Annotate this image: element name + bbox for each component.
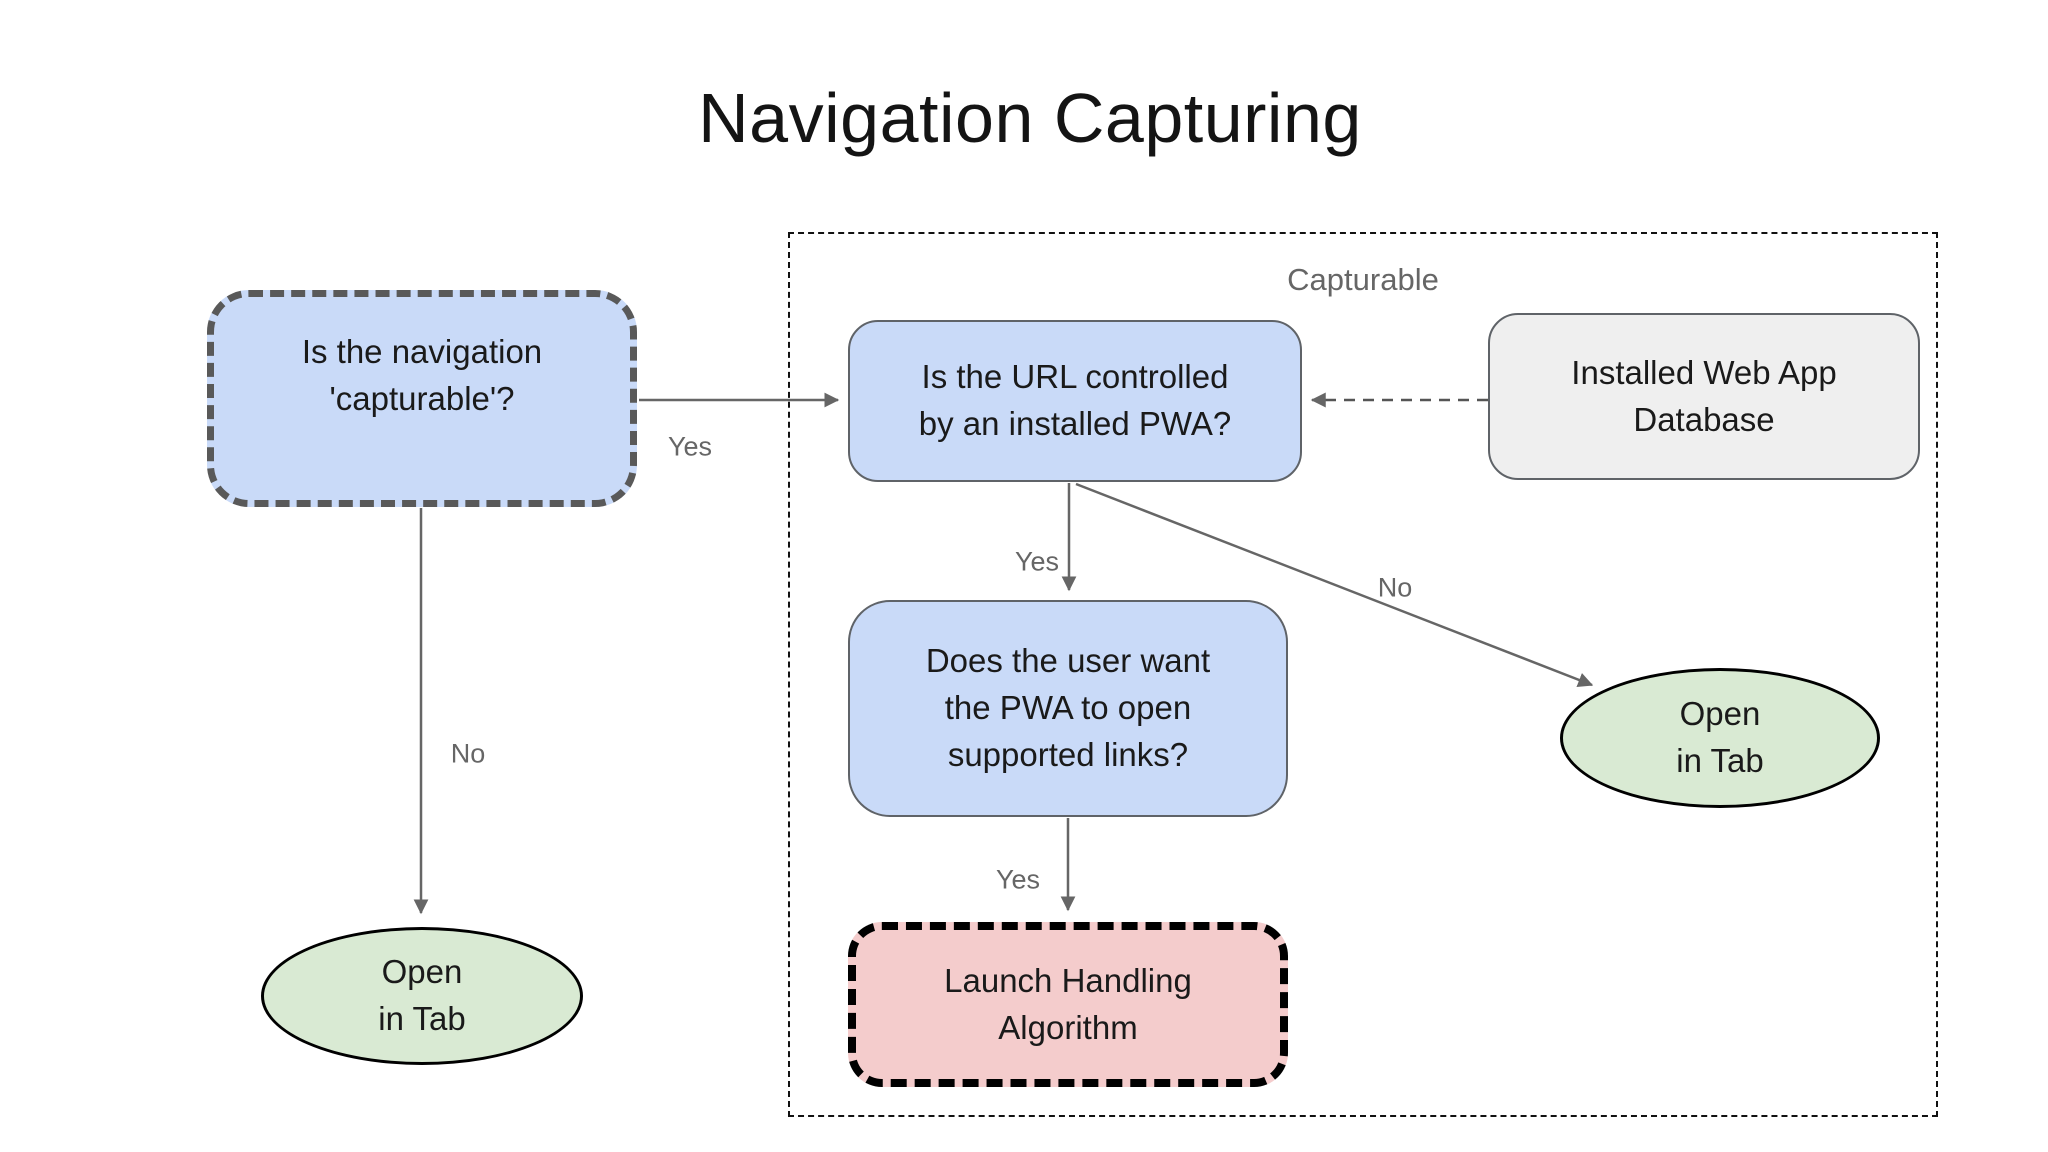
node-is-url-controlled-by-pwa: Is the URL controlled by an installed PW… (848, 320, 1302, 482)
node-is-navigation-capturable: Is the navigation 'capturable'? (207, 290, 637, 507)
edge-label-navigation-no: No (450, 738, 486, 769)
edge-label-url-no: No (1377, 572, 1413, 603)
node-installed-web-app-database: Installed Web App Database (1488, 313, 1920, 480)
edge-label-links-yes: Yes (995, 864, 1041, 895)
diagram-title: Navigation Capturing (698, 79, 1362, 157)
node-launch-handling-algorithm: Launch Handling Algorithm (848, 922, 1288, 1087)
edge-label-navigation-yes: Yes (667, 431, 713, 462)
capturable-group-frame: Capturable (788, 232, 1938, 1117)
node-open-in-tab-left: Open in Tab (261, 927, 583, 1065)
node-open-in-tab-right: Open in Tab (1560, 668, 1880, 808)
edge-label-url-yes: Yes (1014, 546, 1060, 577)
node-does-user-want-supported-links: Does the user want the PWA to open suppo… (848, 600, 1288, 817)
capturable-group-label: Capturable (1287, 262, 1439, 297)
